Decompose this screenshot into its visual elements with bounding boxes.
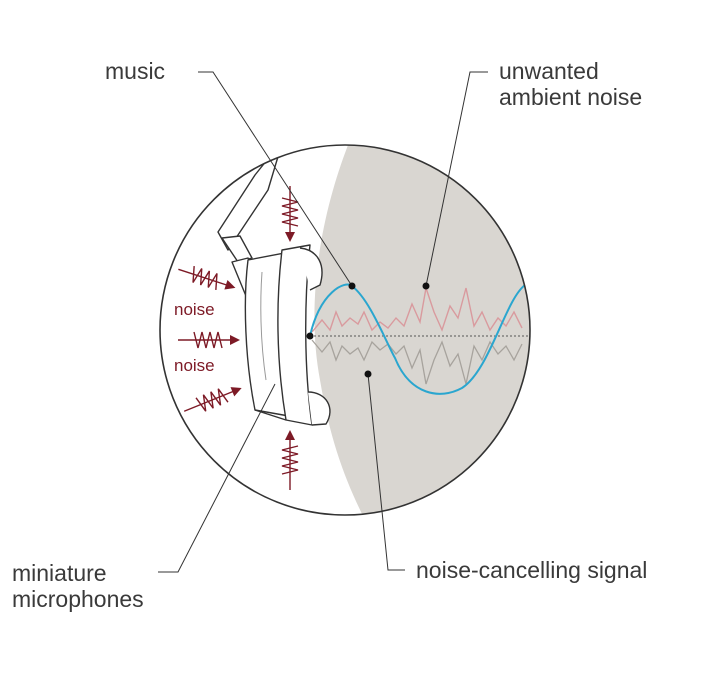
label-music: music [105,58,166,84]
noise-cancelling-wave [311,339,523,385]
leader-line-ambient [425,71,488,287]
leader-lines [158,71,488,573]
noise-arrow-icon [281,430,299,490]
noise-arrow-icon [183,387,242,412]
label-noise-1: noise [174,300,215,319]
ear-region [314,145,530,515]
headphone-earcup-icon [217,145,331,426]
leader-line-cancel [367,373,405,571]
label-mic-line1: miniature [12,560,107,586]
label-ambient-line2: ambient noise [499,84,643,110]
noise-arrows [178,186,299,490]
label-mic-line2: microphones [12,586,144,612]
circle-content [160,145,530,515]
leader-line-music [198,71,353,287]
noise-arrow-icon [178,331,240,349]
leader-line-mic [158,383,276,573]
label-noise-2: noise [174,356,215,375]
ambient-noise-wave [311,287,523,333]
label-ambient-line1: unwanted [499,58,599,84]
label-noise-cancelling: noise-cancelling signal [416,557,648,583]
noise-arrow-icon [178,266,236,290]
music-wave [309,283,526,395]
leader-dots [306,282,430,378]
noise-arrow-icon [281,186,299,242]
magnifier-circle [159,144,531,516]
